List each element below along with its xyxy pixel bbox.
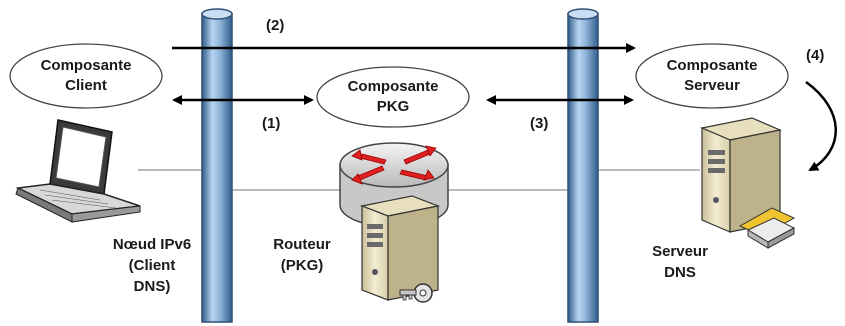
dns-label-line1: Serveur — [652, 243, 708, 260]
network-pipe-left — [201, 8, 233, 323]
step-label-2: (2) — [266, 17, 284, 34]
arrow-step-4 — [805, 80, 837, 172]
dns-label-line2: DNS — [664, 264, 696, 281]
step-label-4: (4) — [806, 47, 824, 64]
ellipse-client-line2: Client — [65, 77, 107, 94]
ellipse-pkg-line1: Composante — [348, 78, 439, 95]
node-label-line1: Nœud IPv6 — [113, 236, 191, 253]
laptop-icon — [15, 119, 141, 223]
ellipse-pkg: Composante PKG — [316, 66, 470, 128]
router-label-line2: (PKG) — [281, 257, 324, 274]
dns-server-icon — [699, 117, 783, 233]
ellipse-client-line1: Composante — [41, 57, 132, 74]
ellipse-pkg-line2: PKG — [377, 98, 410, 115]
key-icon — [399, 283, 433, 303]
ellipse-serveur-line2: Serveur — [684, 77, 740, 94]
node-label-line2: (Client — [129, 257, 176, 274]
ellipse-serveur: Composante Serveur — [635, 43, 789, 109]
network-card-icon — [738, 207, 796, 249]
step-label-3: (3) — [530, 115, 548, 132]
router-label-line1: Routeur — [273, 236, 331, 253]
connection-lines — [138, 169, 700, 191]
server-icon — [359, 195, 441, 301]
ellipse-client: Composante Client — [9, 43, 163, 109]
ellipse-serveur-line1: Composante — [667, 57, 758, 74]
network-pipe-right — [567, 8, 599, 323]
step-label-1: (1) — [262, 115, 280, 132]
node-label-line3: DNS) — [134, 278, 171, 295]
